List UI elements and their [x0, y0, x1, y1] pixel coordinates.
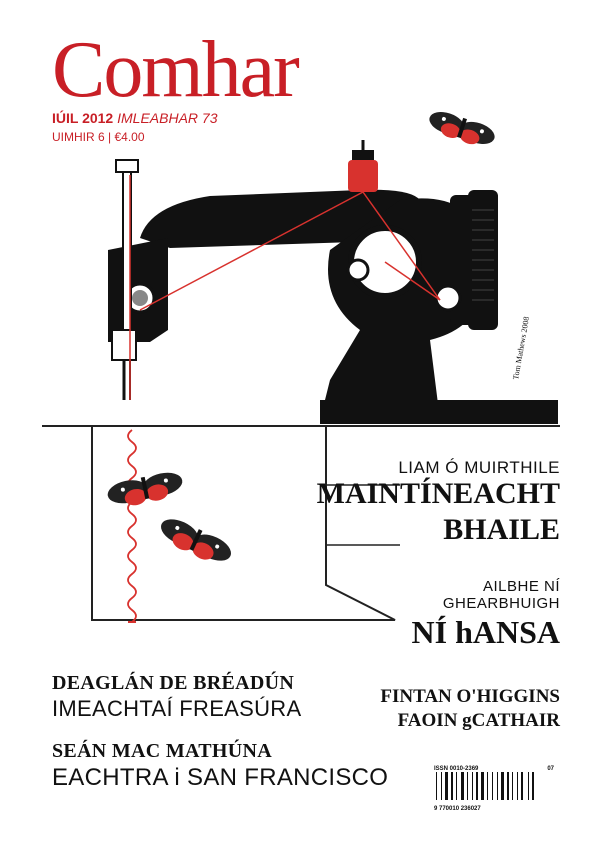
feature-5-author: SEÁN MAC MATHÚNA: [52, 740, 272, 762]
feature-2-author-line1: AILBHE NÍ: [482, 578, 560, 595]
sewing-machine: [108, 189, 558, 424]
feature-3-author: FINTAN O'HIGGINS: [380, 686, 560, 707]
feature-4-title: IMEACHTAÍ FREASÚRA: [52, 696, 302, 721]
issn-label: ISSN 0010-2369: [434, 766, 479, 772]
moth-bottom: [160, 519, 232, 561]
barcode-bars: [436, 772, 534, 800]
issue-separator: |: [108, 130, 112, 144]
moth-middle: [107, 472, 183, 506]
feature-4-author: DEAGLÁN DE BRÉADÚN: [52, 672, 295, 694]
issue-volume: IMLEABHAR 73: [117, 110, 218, 126]
feature-5-title: EACHTRA i SAN FRANCISCO: [52, 764, 389, 791]
feature-1-author: LIAM Ó MUIRTHILE: [398, 458, 560, 477]
issue-price: €4.00: [114, 130, 145, 144]
issue-number: UIMHIR 6: [52, 130, 105, 144]
feature-1-title-line1: MAINTÍNEACHT: [316, 477, 560, 510]
masthead-title: Comhar: [52, 26, 300, 114]
paper-sheet: [91, 425, 396, 621]
issue-date-volume: IÚIL 2012 IMLEABHAR 73: [52, 110, 218, 126]
stitch-line: [127, 429, 137, 623]
feature-2-author-line2: GHEARBHUIGH: [442, 595, 560, 612]
artist-signature: Tom Mathews 2008: [511, 316, 531, 380]
barcode-number: 9 770010 236027: [434, 806, 481, 812]
moth-top: [429, 112, 495, 145]
feature-1-title-line2: BHAILE: [443, 513, 560, 546]
issue-number-price: UIMHIR 6 | €4.00: [52, 130, 145, 144]
barcode: ISSN 0010-2369 07 9 770010 236027: [434, 766, 554, 814]
issue-date: IÚIL 2012: [52, 110, 114, 126]
issue-code: 07: [547, 766, 554, 772]
feature-2-title: NÍ hANSA: [411, 614, 560, 650]
feature-3-title: FAOIN gCATHAIR: [397, 710, 560, 731]
